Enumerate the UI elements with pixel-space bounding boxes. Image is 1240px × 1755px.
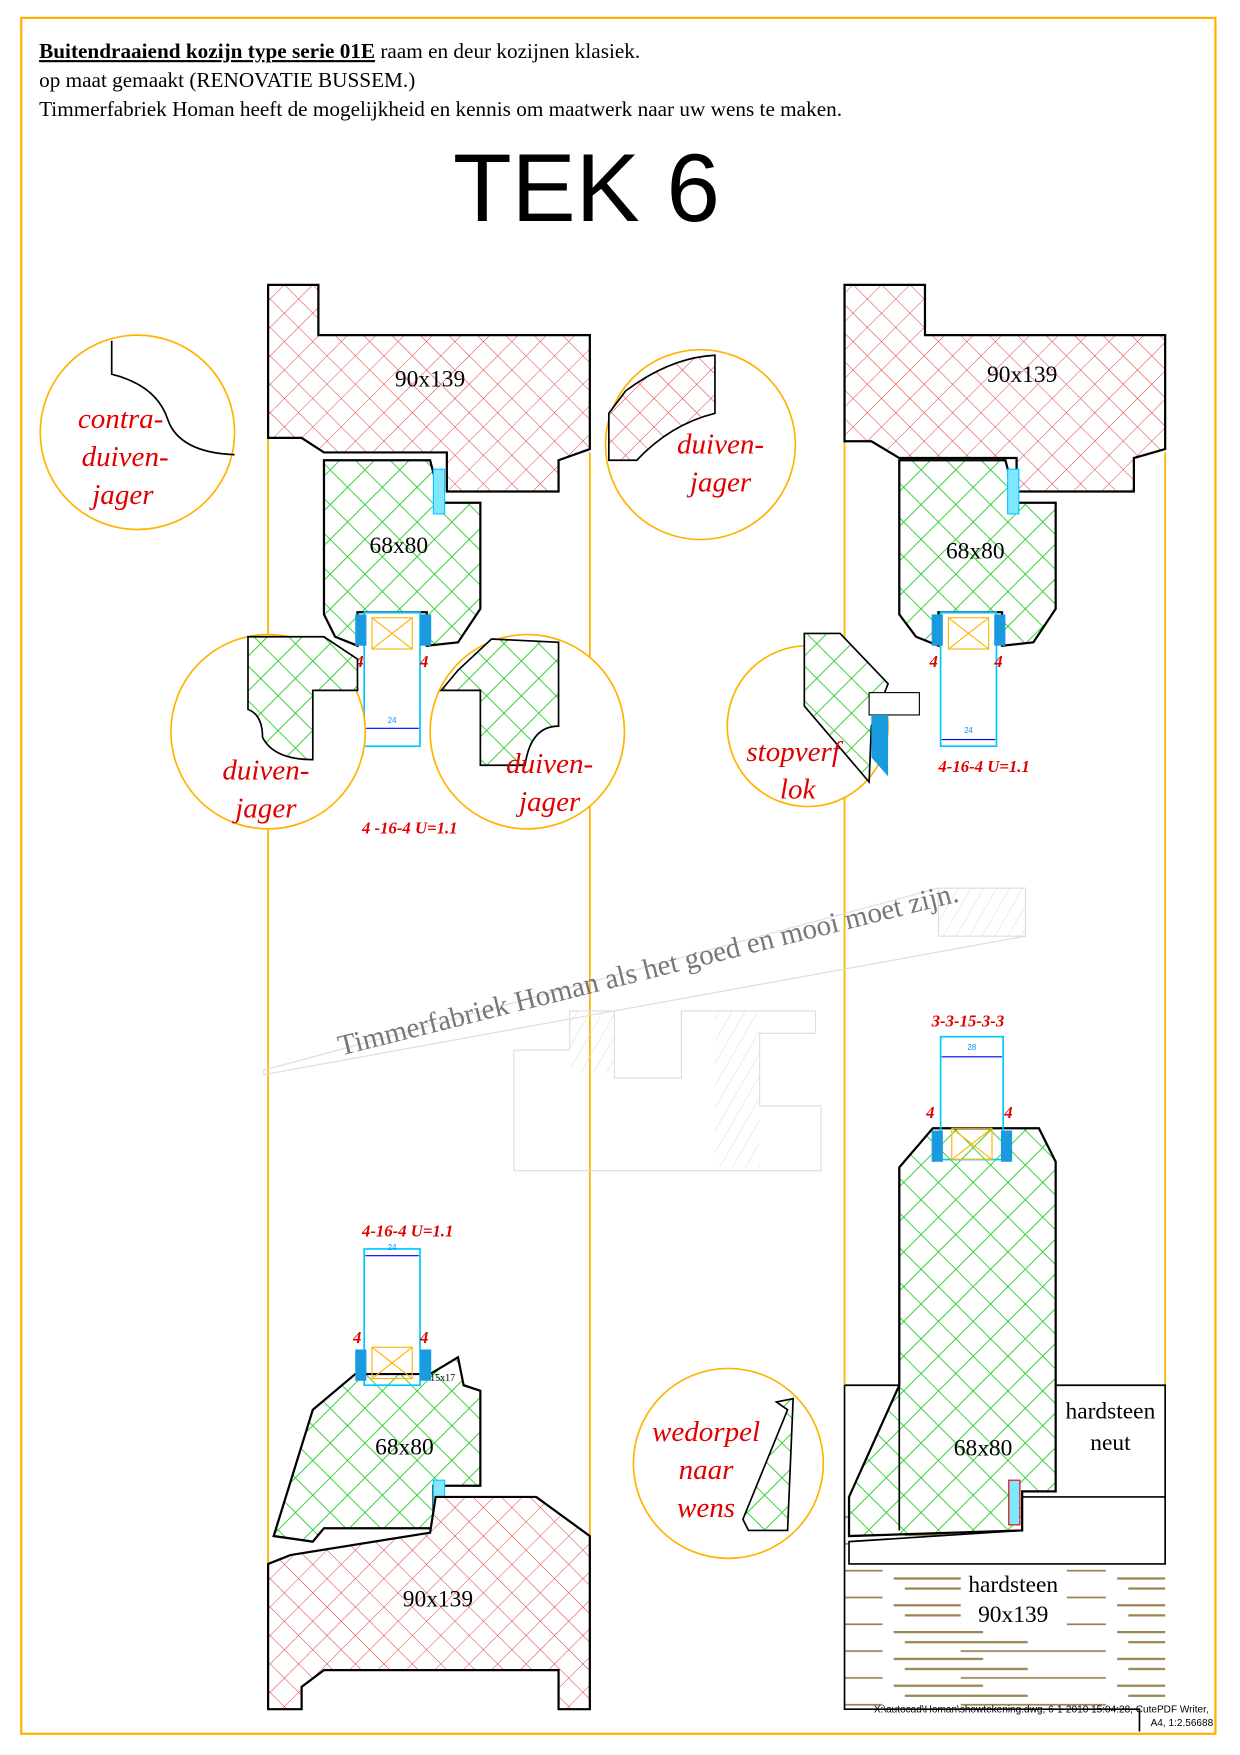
watermark-text: Timmerfabriek Homan als het goed en mooi… — [335, 877, 962, 1062]
stone-neut-label: neut — [1090, 1430, 1131, 1456]
glass-side-left: 4 — [354, 652, 363, 671]
glass-side-right: 4 — [993, 652, 1002, 671]
frame-profile — [266, 283, 591, 493]
bead-dimension: 15x17 — [430, 1373, 455, 1384]
glass-width: 24 — [388, 716, 397, 725]
stone-sill-label: 90x139 — [978, 1602, 1048, 1628]
detail-label: wens — [677, 1492, 735, 1524]
glass-side-right: 4 — [419, 652, 428, 671]
header-description: raam en deur kozijnen klasiek. — [375, 39, 640, 63]
footer-path: X:\autocad\Homan\showtekening.dwg, 6-1-2… — [874, 1705, 1209, 1716]
stone-neut-label: hardsteen — [1066, 1399, 1156, 1425]
detail-label: duiven- — [506, 748, 593, 780]
bottom-left-section: 68x80 15x17 90x139 24 4 4 4-16-4 U=1.1 — [266, 1222, 591, 1711]
header-series: Buitendraaiend kozijn type serie 01E — [39, 39, 375, 63]
stone-sill-label: hardsteen — [968, 1572, 1058, 1598]
detail-label: naar — [679, 1454, 735, 1486]
detail-label: wedorpel — [652, 1416, 760, 1448]
frame-dimension: 90x139 — [395, 367, 465, 393]
top-left-section: 90x139 68x80 24 4 4 4 -16-4 U=1.1 — [266, 283, 591, 837]
header-line-1: Buitendraaiend kozijn type serie 01E raa… — [39, 39, 640, 63]
glass-side-left: 4 — [928, 652, 937, 671]
top-right-section: 90x139 68x80 24 4 4 4-16-4 U=1.1 — [843, 283, 1167, 776]
detail-label: contra- — [78, 403, 163, 435]
detail-label: jager — [231, 793, 297, 825]
detail-label: duiven- — [677, 429, 764, 461]
glass-unit — [363, 611, 421, 748]
detail-duivenjager-right: duiven- jager — [429, 633, 626, 830]
page-border — [20, 16, 1217, 1735]
glass-side-right: 4 — [419, 1328, 428, 1347]
frame-dimension: 90x139 — [987, 362, 1057, 388]
sash-dimension: 68x80 — [946, 539, 1005, 565]
glass-spec: 3-3-15-3-3 — [931, 1012, 1005, 1031]
bottom-right-section: 68x80 hardsteen neut hardsteen 90x139 28… — [843, 1012, 1166, 1732]
sash-dimension: 68x80 — [375, 1434, 434, 1460]
detail-label: stopverf — [746, 736, 843, 768]
header-line-3: Timmerfabriek Homan heeft de mogelijkhei… — [39, 97, 842, 121]
detail-wedorpel: wedorpel naar wens — [632, 1367, 825, 1560]
detail-label: jager — [686, 467, 752, 499]
detail-label: duiven- — [82, 441, 169, 473]
glass-width: 24 — [964, 726, 973, 735]
page-title: TEK 6 — [453, 135, 720, 242]
glass-width: 28 — [968, 1043, 977, 1052]
glass-spec: 4 -16-4 U=1.1 — [361, 818, 458, 837]
glass-width: 24 — [388, 1243, 397, 1252]
sash-profile — [847, 1127, 1057, 1538]
glass-side-left: 4 — [925, 1103, 934, 1122]
glass-spec: 4-16-4 U=1.1 — [361, 1222, 453, 1241]
detail-duivenjager-top: duiven- jager — [604, 348, 797, 541]
header-line-2: op maat gemaakt (RENOVATIE BUSSEM.) — [39, 68, 415, 92]
detail-label: jager — [515, 786, 581, 818]
sash-dimension: 68x80 — [370, 533, 429, 559]
detail-duivenjager-left: duiven- jager — [170, 633, 367, 830]
sash-dimension: 68x80 — [954, 1436, 1013, 1462]
frame-dimension: 90x139 — [403, 1586, 473, 1612]
detail-contra-duivenjager: contra- duiven- jager — [39, 334, 236, 531]
detail-label: lok — [780, 774, 817, 806]
detail-label: duiven- — [222, 755, 309, 787]
watermark: Timmerfabriek Homan als het goed en mooi… — [263, 877, 1027, 1172]
glass-unit — [939, 611, 998, 748]
glass-side-left: 4 — [352, 1328, 361, 1347]
frame-profile — [843, 283, 1167, 493]
footer-scale: A4, 1:2.56688 — [1151, 1718, 1214, 1729]
glass-unit — [363, 1248, 421, 1387]
detail-stopverf: stopverf lok — [726, 632, 920, 808]
detail-label: jager — [88, 479, 154, 511]
glass-spec: 4-16-4 U=1.1 — [937, 757, 1029, 776]
frame-profile — [266, 1495, 591, 1711]
glass-side-right: 4 — [1003, 1103, 1012, 1122]
